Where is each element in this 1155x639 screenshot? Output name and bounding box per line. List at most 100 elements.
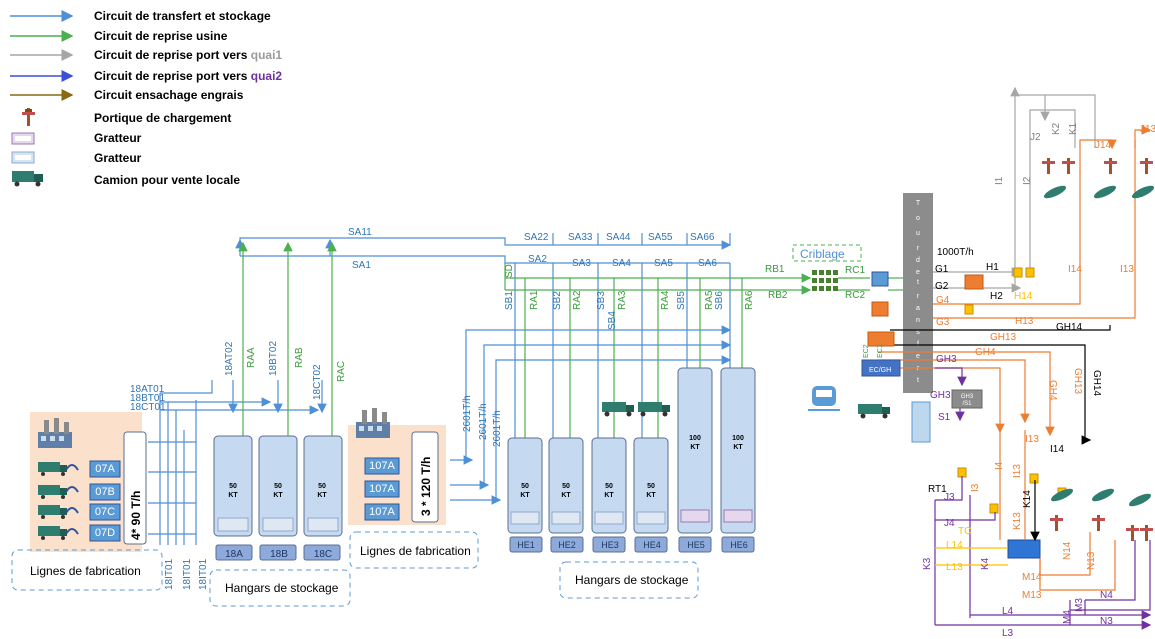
- label-ra5: RA5: [704, 290, 715, 310]
- label-k2: K2: [1051, 122, 1062, 135]
- legend-quai1-accent: quai1: [250, 48, 283, 62]
- label-sb2: SB2: [552, 291, 563, 310]
- tower-letter: r: [917, 293, 920, 300]
- label-g3: G3: [936, 317, 950, 328]
- hangar-capacity: KT: [317, 492, 327, 499]
- gratteur-icon: [11, 151, 35, 164]
- ship-icon: [1050, 488, 1074, 502]
- tower-letter: a: [916, 305, 920, 312]
- truck-icon: [38, 485, 67, 499]
- legend-quai1-main: Circuit de reprise port vers: [94, 48, 251, 62]
- label-ra1: RA1: [529, 290, 540, 310]
- line-07C-box: [89, 503, 121, 521]
- label-j13: J13: [1140, 124, 1155, 135]
- hangar-capacity: 50: [229, 483, 237, 490]
- truck-icon: [602, 402, 634, 417]
- line-107A-box-1: [364, 457, 400, 475]
- caption-box-hangars-1: [209, 569, 351, 607]
- label-2601b: 2601T/h: [478, 403, 489, 440]
- label-l4: L4: [1002, 606, 1014, 617]
- caption-lignes-1: Lignes de fabrication: [30, 564, 141, 578]
- legend-camion-label: Camion pour vente locale: [94, 173, 241, 187]
- hangar-capacity: 50: [274, 483, 282, 490]
- legend-gratteur-label-2: Gratteur: [94, 151, 142, 165]
- truck-icon: [858, 404, 890, 419]
- label-18at02: 18AT02: [224, 341, 235, 376]
- label-i1: I1: [994, 176, 1005, 185]
- label-18bt02: 18BT02: [268, 341, 279, 376]
- label-rb1: RB1: [765, 264, 785, 275]
- label-rc1: RC1: [845, 265, 865, 276]
- legend-gratteur-label-1: Gratteur: [94, 131, 142, 145]
- label-rac: RAC: [336, 361, 347, 382]
- truck-icon: [38, 505, 67, 519]
- plant-2-capacity: 3 * 120 T/h: [419, 457, 433, 516]
- gratteur-icon: [217, 517, 249, 532]
- truck-icon: [38, 462, 67, 476]
- label-ra2: RA2: [572, 290, 583, 310]
- label-i13: I13: [1120, 264, 1134, 275]
- legend-portique-label: Portique de chargement: [94, 111, 232, 125]
- label-i13b: I13: [1025, 434, 1039, 445]
- hangar-capacity: KT: [520, 492, 530, 499]
- label-i14b: I14: [1050, 444, 1064, 455]
- gratteur-icon: [262, 517, 294, 532]
- caption-box-lignes-1: [11, 549, 163, 591]
- train-icon: [808, 386, 840, 411]
- label-sb3: SB3: [596, 291, 607, 310]
- hangar-name-he5: HE5: [687, 540, 705, 550]
- hangar-capacity: KT: [604, 492, 614, 499]
- gratteur-icon: [723, 509, 753, 523]
- line-07B-label: 07B: [95, 486, 115, 498]
- label-i3: I3: [970, 483, 981, 492]
- portique-icon: [1140, 525, 1153, 541]
- label-sa55: SA55: [648, 232, 673, 243]
- hangar-name-he3: HE3: [601, 540, 619, 550]
- hangar-18A-tag: [215, 544, 253, 561]
- gratteur-icon: [680, 509, 710, 523]
- label-m4: M4: [1062, 610, 1073, 624]
- hangar-capacity: 100: [732, 435, 744, 442]
- hangar-capacity: 50: [318, 483, 326, 490]
- label-g4: G4: [936, 295, 950, 306]
- hangar-capacity: KT: [561, 492, 571, 499]
- label-ra3: RA3: [617, 290, 628, 310]
- ship-icon: [1093, 185, 1117, 199]
- ship-icon: [1131, 185, 1155, 199]
- gratteur-icon: [551, 511, 581, 525]
- gh3-s1-label: GH3: [961, 394, 974, 400]
- label-sa1: SA1: [352, 260, 371, 271]
- tower-letter: T: [916, 200, 921, 207]
- label-n3: N3: [1100, 616, 1113, 627]
- plant-1-trucks: [38, 462, 79, 540]
- label-l13: L13: [946, 562, 963, 573]
- hangars-group-2: [507, 367, 756, 553]
- label-rt1: RT1: [928, 484, 947, 495]
- label-ec2: EC2: [863, 344, 870, 358]
- caption-box-hangars-2: [559, 561, 699, 599]
- gh3-s1-box: [951, 389, 983, 409]
- label-gh14: GH14: [1056, 322, 1083, 333]
- label-sa4: SA4: [612, 258, 631, 269]
- label-j14: J14: [1095, 140, 1112, 151]
- hangar-capacity: 50: [521, 483, 529, 490]
- label-18bt01: 18BT01: [130, 393, 165, 404]
- legend-quai2-main: Circuit de reprise port vers: [94, 69, 251, 83]
- legend: [10, 10, 74, 187]
- label-sa33: SA33: [568, 232, 593, 243]
- hangar-18C-body: [303, 435, 343, 537]
- hangar-labels: 50KT18A50KT18B50KT18C50KTHE150KTHE250KTH…: [225, 435, 748, 560]
- label-gh4: GH4: [975, 347, 996, 358]
- label-18it01c: 18IT01: [198, 558, 209, 590]
- caption-hangars-2: Hangars de stockage: [575, 573, 689, 587]
- line-107A-box-3: [364, 503, 400, 521]
- label-n4: N4: [1100, 590, 1113, 601]
- hangar-name-he1: HE1: [517, 540, 535, 550]
- label-ra4: RA4: [660, 290, 671, 310]
- label-h13: H13: [1015, 316, 1034, 327]
- label-n13: N13: [1086, 551, 1097, 570]
- caption-criblage: Criblage: [800, 247, 845, 261]
- ship-icon: [1128, 493, 1152, 507]
